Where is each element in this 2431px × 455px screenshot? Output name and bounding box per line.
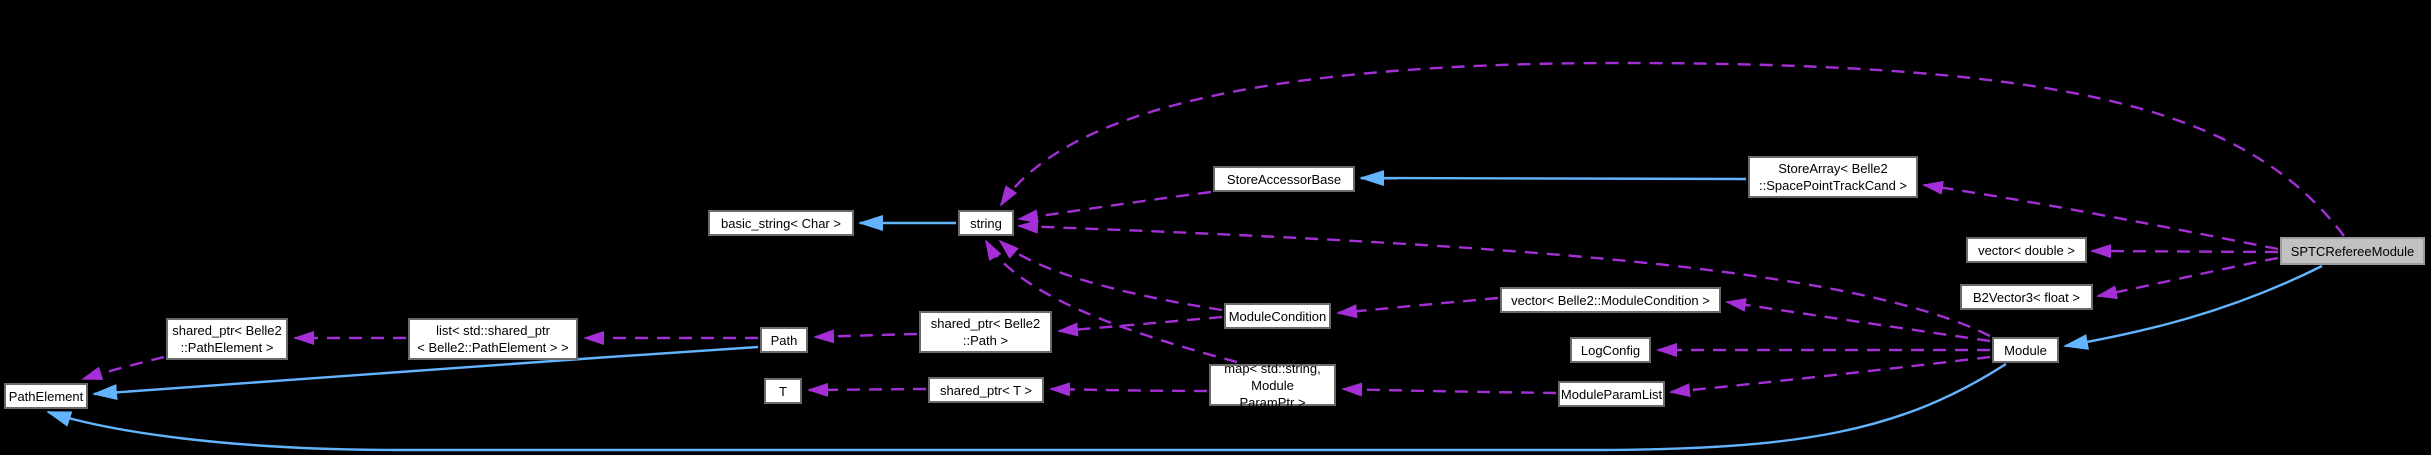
class-node-path[interactable]: Path <box>760 327 808 353</box>
class-node-vector-double[interactable]: vector< double > <box>1966 237 2087 263</box>
class-node-list-sp-pathelement[interactable]: list< std::shared_ptr < Belle2::PathElem… <box>408 318 578 360</box>
edge-usage-module-to-moduleparamlist <box>1669 355 1991 398</box>
class-node-sptcreferee: SPTCRefereeModule <box>2280 237 2425 265</box>
class-node-modulecondition[interactable]: ModuleCondition <box>1224 303 1331 329</box>
class-node-module[interactable]: Module <box>1992 337 2059 363</box>
class-node-t-node[interactable]: T <box>764 378 802 404</box>
edge-usage-sp-t-to-t-node <box>807 382 927 397</box>
edge-usage-sptcreferee-to-b2vector3 <box>2096 256 2279 300</box>
edge-usage-module-to-vector-mc <box>1725 297 1991 343</box>
class-node-b2vector3[interactable]: B2Vector3< float > <box>1960 284 2093 310</box>
edge-usage-moduleparamlist-to-map-param <box>1341 382 1557 397</box>
class-node-vector-mc[interactable]: vector< Belle2::ModuleCondition > <box>1500 287 1721 313</box>
edge-inheritance-storearray-to-storeaccessorbase <box>1359 170 1747 187</box>
edge-usage-sptcreferee-to-storearray <box>1922 180 2279 251</box>
class-node-pathelement[interactable]: PathElement <box>4 383 88 409</box>
edge-usage-storeaccessorbase-to-string-node <box>1017 190 1212 224</box>
class-node-sp-path[interactable]: shared_ptr< Belle2 ::Path > <box>919 311 1052 353</box>
class-node-logconfig[interactable]: LogConfig <box>1570 337 1651 363</box>
class-node-string-node[interactable]: string <box>958 210 1014 236</box>
edge-usage-map-param-to-string-node <box>984 239 1238 364</box>
edge-usage-sptcreferee-to-vector-double <box>2090 244 2279 259</box>
edge-usage-map-param-to-sp-t <box>1049 382 1208 397</box>
edge-inheritance-sptcreferee-to-module <box>2063 264 2323 350</box>
edge-usage-sptcreferee-to-string-node <box>999 61 2345 237</box>
class-node-moduleparamlist[interactable]: ModuleParamList <box>1558 381 1665 407</box>
edge-usage-modulecondition-to-string-node <box>998 239 1223 312</box>
edge-usage-module-to-string-node <box>1017 219 1991 338</box>
class-node-sp-t[interactable]: shared_ptr< T > <box>928 377 1044 403</box>
class-node-storeaccessorbase[interactable]: StoreAccessorBase <box>1213 166 1355 192</box>
edge-usage-sp-pathelement-to-pathelement <box>81 355 165 381</box>
edge-usage-vector-mc-to-modulecondition <box>1336 296 1499 319</box>
edge-inheritance-module-to-pathelement <box>46 362 2007 452</box>
class-node-storearray[interactable]: StoreArray< Belle2 ::SpacePointTrackCand… <box>1748 156 1918 198</box>
class-node-sp-pathelement[interactable]: shared_ptr< Belle2 ::PathElement > <box>166 318 288 360</box>
edge-inheritance-path-to-pathelement <box>92 345 759 401</box>
class-node-map-param[interactable]: map< std::string, Module ParamPtr > <box>1209 361 1336 410</box>
edge-usage-modulecondition-to-sp-path <box>1057 315 1223 337</box>
edge-usage-sp-path-to-path <box>813 329 918 344</box>
class-node-basic-string[interactable]: basic_string< Char > <box>708 210 854 236</box>
